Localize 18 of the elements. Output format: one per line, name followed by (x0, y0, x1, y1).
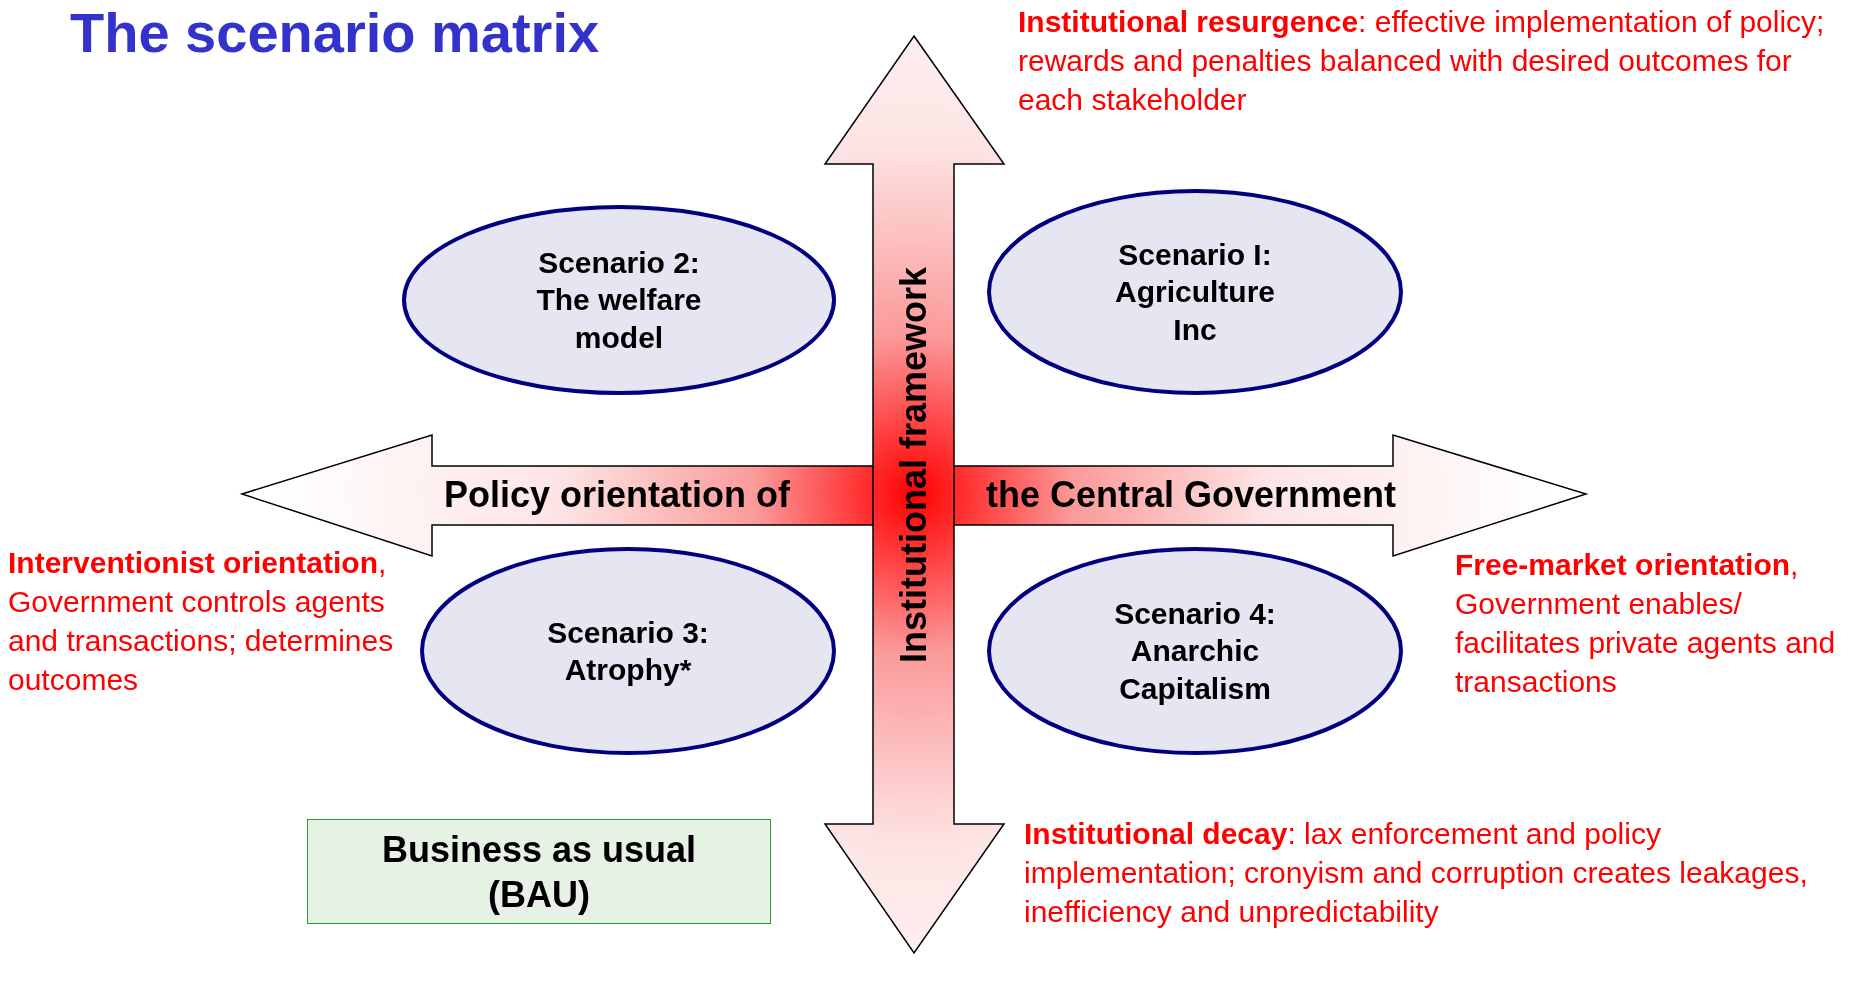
scenario-ellipse (987, 547, 1403, 755)
scenario-label: Scenario 3: Atrophy* (546, 614, 710, 688)
scenario-label: Scenario 4: Anarchic Capitalism (1113, 595, 1277, 707)
annotation-text: Free-market orientation, Government enables/ facilitates private agents and transactions (1455, 547, 1837, 700)
scenario-label: Business as usual (BAU) (380, 827, 698, 917)
scenario-ellipse (987, 189, 1403, 395)
annotation-text: Institutional decay: lax enforcement and policy implementation; cronyism and corruption creates leakages, inefficiency and unpredictability (1024, 816, 1809, 930)
axis-label: Policy orientation of (444, 473, 791, 517)
annotation-text: Interventionist orientation, Government controls agents and transactions; determines outcomes (8, 545, 395, 698)
scenario-ellipse (402, 205, 836, 395)
annotation-text: Institutional resurgence: effective implementation of policy; rewards and penalties balanced with desired outcomes for each stakeholder (1018, 4, 1826, 118)
scenario-ellipse (420, 547, 836, 755)
scenario-label: Scenario 2: The welfare model (535, 244, 703, 356)
scenario-box (307, 819, 771, 924)
title: The scenario matrix (70, 0, 600, 65)
axis-label: Institutional framework (891, 266, 935, 664)
scenario-label: Scenario I: Agriculture Inc (1114, 236, 1276, 348)
axis-label: the Central Government (986, 473, 1397, 517)
